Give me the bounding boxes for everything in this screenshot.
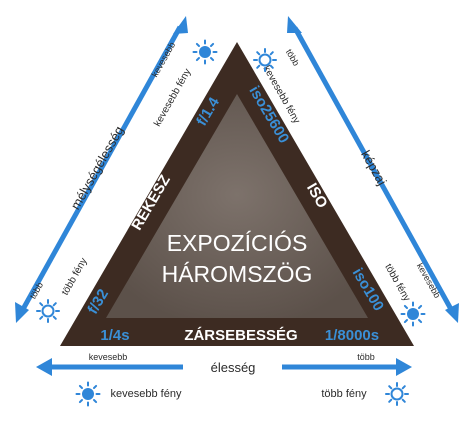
right-axis-more: több [284, 47, 301, 67]
center-title-line1: EXPOZÍCIÓS [167, 230, 308, 256]
inner-triangle [106, 94, 368, 318]
sun-icon [75, 381, 101, 407]
right-axis-more-light: több fény [382, 262, 412, 303]
sun-icon [36, 299, 60, 323]
sun-icon [400, 301, 426, 327]
bottom-axis-more: több [357, 352, 375, 362]
bottom-axis-more-light: több fény [321, 388, 367, 400]
side-label-shutter: ZÁRSEBESSÉG [184, 327, 297, 344]
bottom-axis-less: kevesebb [89, 352, 128, 362]
value-shutter-fast: 1/8000s [325, 327, 379, 344]
bottom-axis-arrow-right [282, 358, 412, 376]
bottom-axis-less-light: kevesebb fény [111, 388, 182, 400]
sun-icon [385, 382, 409, 406]
bottom-axis-name: élesség [211, 360, 256, 375]
left-axis-name: mélységélesség [68, 124, 127, 213]
right-axis-name: képzaj [358, 148, 390, 188]
left-axis-more: több [28, 280, 45, 300]
left-axis-more-light: több fény [60, 256, 90, 297]
value-shutter-slow: 1/4s [100, 327, 129, 344]
left-axis-less: kevesebb [150, 40, 178, 78]
center-title-line2: HÁROMSZÖG [162, 261, 313, 287]
sun-icon [253, 48, 277, 72]
left-axis-arrow [15, 16, 188, 323]
bottom-axis-arrow-left [36, 358, 183, 376]
right-axis-arrow [287, 16, 459, 323]
sun-icon [192, 39, 218, 65]
